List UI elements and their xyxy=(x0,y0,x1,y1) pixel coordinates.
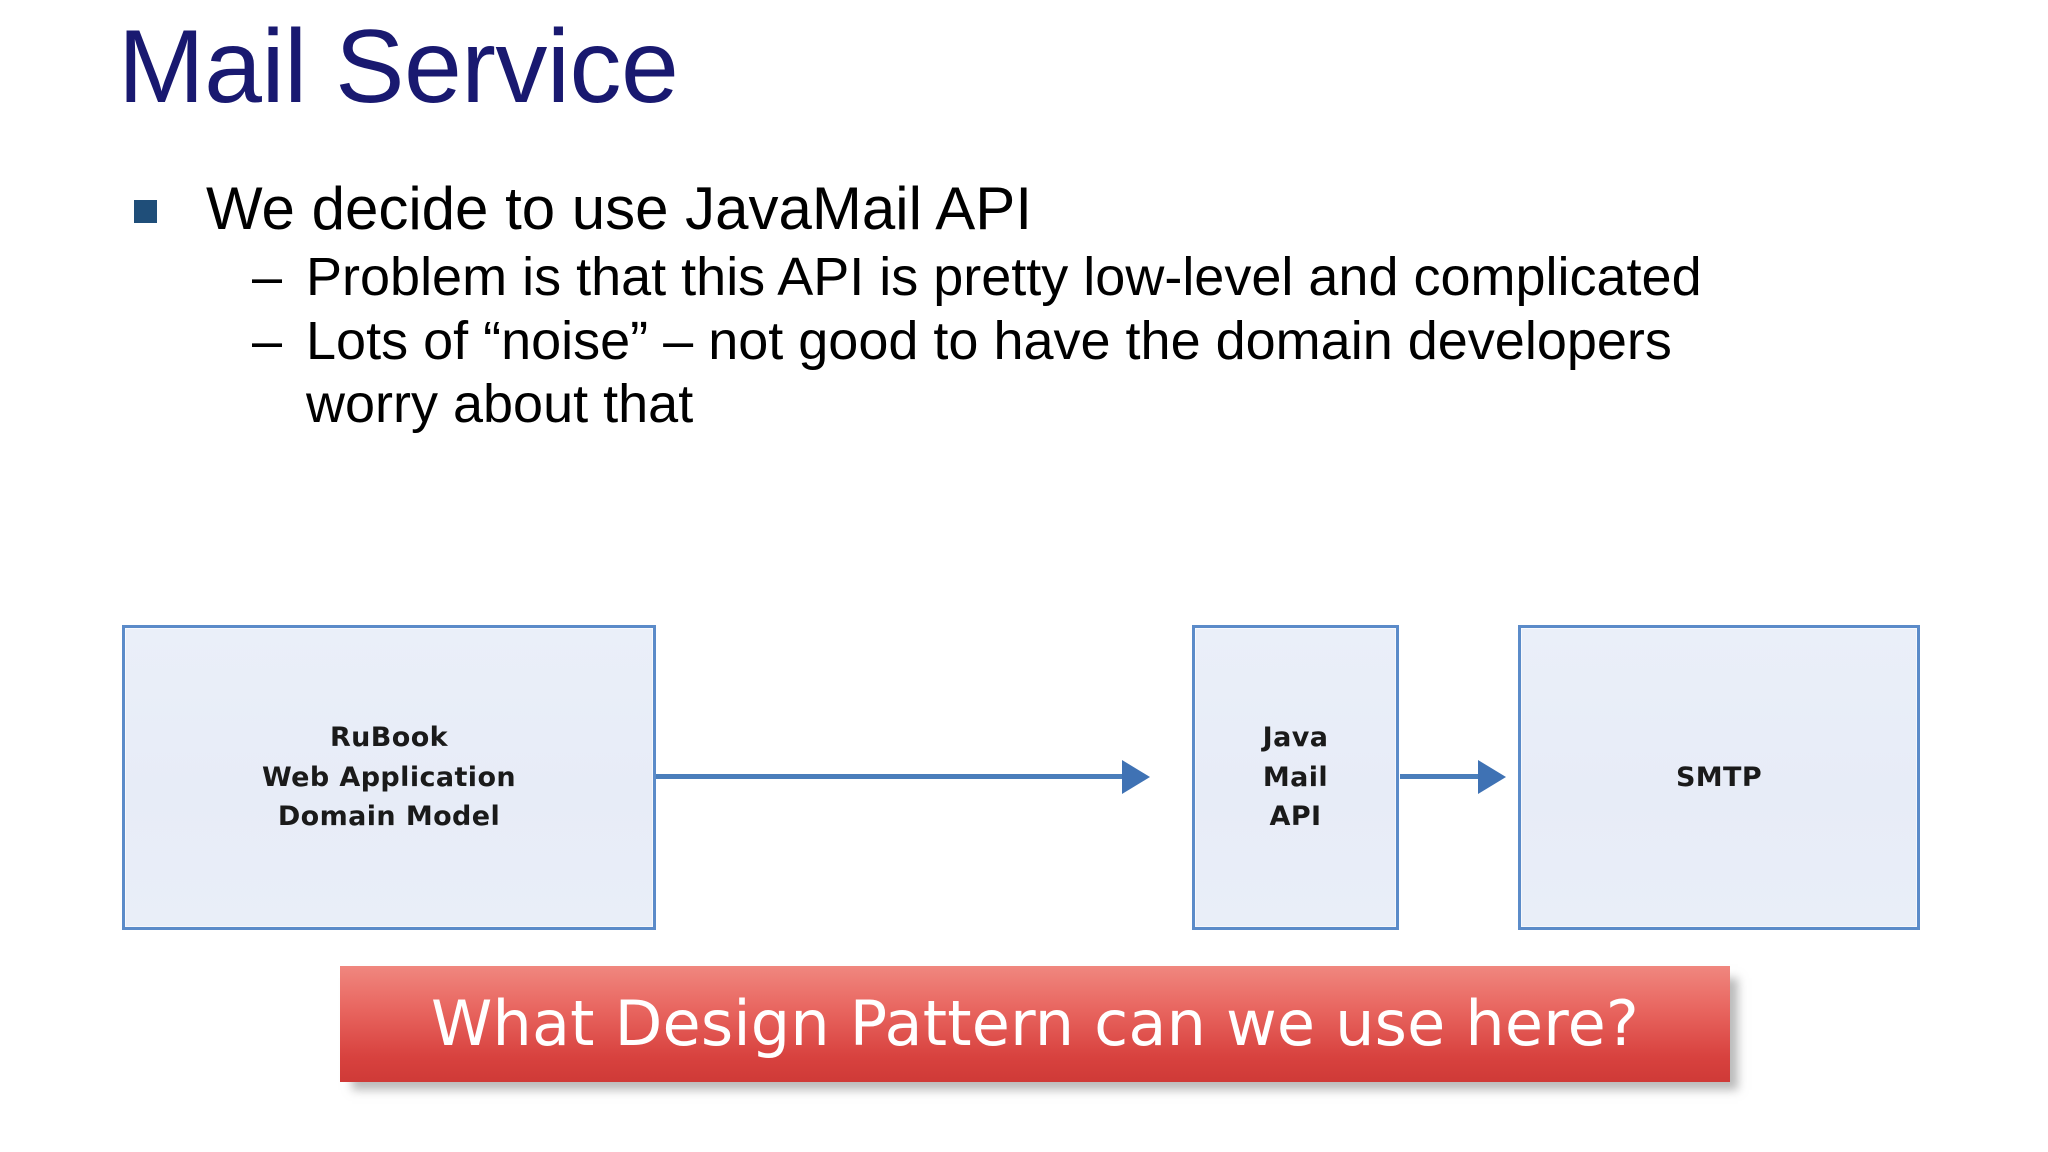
diagram-box-javamail[interactable]: Java Mail API xyxy=(1192,625,1399,930)
question-callout-text: What Design Pattern can we use here? xyxy=(430,987,1640,1060)
bullet-level2-text: Problem is that this API is pretty low-l… xyxy=(306,247,1702,308)
square-bullet-icon xyxy=(134,200,157,223)
arrow-javamail-to-smtp-head-icon xyxy=(1478,760,1506,794)
question-callout-banner: What Design Pattern can we use here? xyxy=(340,966,1730,1082)
diagram-box-javamail-label: Java Mail API xyxy=(1262,722,1329,833)
arrow-rubook-to-javamail-head-icon xyxy=(1122,760,1150,794)
diagram-box-rubook-label: RuBook Web Application Domain Model xyxy=(261,722,517,833)
diagram-box-rubook[interactable]: RuBook Web Application Domain Model xyxy=(122,625,656,930)
bullet-level2-item: – Lots of “noise” – not good to have the… xyxy=(120,310,1706,436)
diagram-box-smtp-label: SMTP xyxy=(1675,761,1763,793)
bullet-list: We decide to use JavaMail API – Problem … xyxy=(120,175,1920,436)
arrow-javamail-to-smtp-line xyxy=(1400,774,1478,779)
bullet-level1-text: We decide to use JavaMail API xyxy=(206,175,1032,242)
bullet-level2-item: – Problem is that this API is pretty low… xyxy=(120,246,1706,309)
arrow-rubook-to-javamail-line xyxy=(656,774,1122,779)
en-dash-icon: – xyxy=(252,247,283,308)
diagram-box-smtp[interactable]: SMTP xyxy=(1518,625,1920,930)
en-dash-icon: – xyxy=(252,310,283,371)
bullet-level1-item: We decide to use JavaMail API xyxy=(120,175,1920,242)
bullet-level2-text: Lots of “noise” – not good to have the d… xyxy=(306,310,1672,434)
page-title: Mail Service xyxy=(118,9,679,125)
